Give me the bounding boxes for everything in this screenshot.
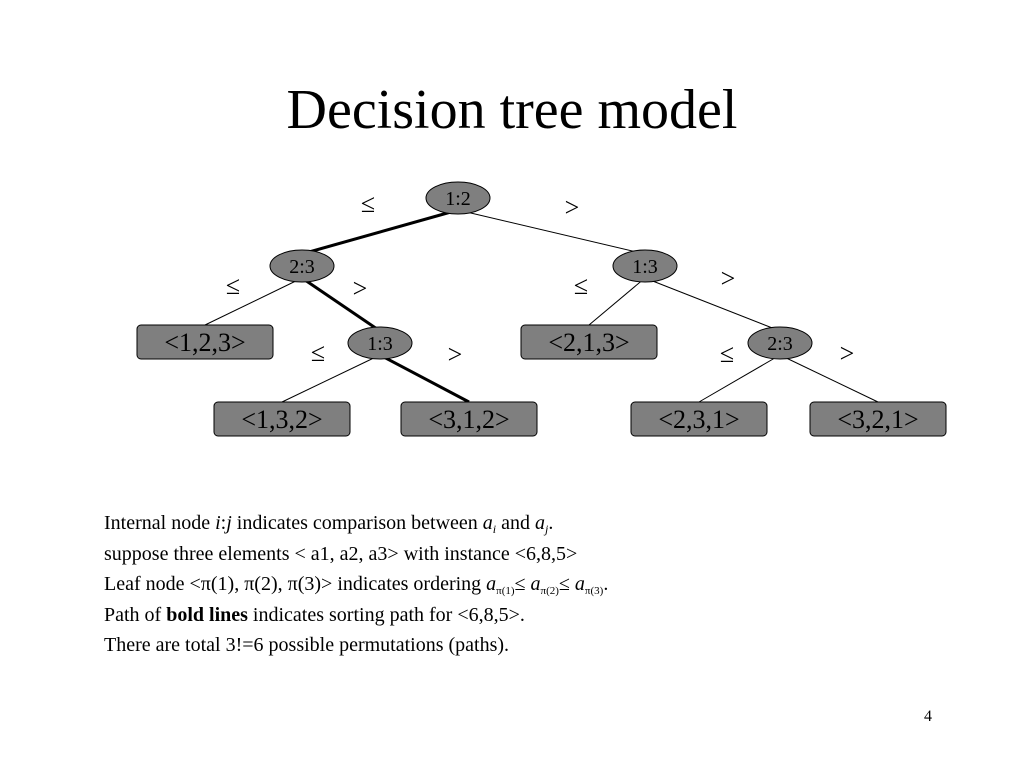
leaf-box: [136, 324, 274, 360]
node-label: 2:3: [289, 256, 315, 278]
tree-edge-bold: [301, 208, 459, 256]
node-label: 1:3: [367, 333, 393, 355]
leaf-node: <3,1,2>: [400, 401, 538, 437]
leaf-node: <1,3,2>: [213, 401, 351, 437]
caption-subscript: j: [545, 522, 549, 536]
leaf-box: [213, 401, 351, 437]
edge-comparison-label: ≤: [361, 189, 375, 218]
caption-var: a: [482, 512, 493, 534]
caption-text-span: and: [496, 512, 536, 534]
caption-text-span: Leaf node <π(1), π(2), π(3)> indicates o…: [104, 573, 487, 595]
node-ellipse: [747, 326, 813, 360]
leaf-box: [630, 401, 768, 437]
internal-node: 1:2: [425, 181, 491, 215]
node-ellipse: [612, 249, 678, 283]
node-label: 1:2: [445, 188, 471, 210]
tree-edge-bold: [301, 276, 381, 333]
caption-text-span: indicates sorting path for <6,8,5>.: [247, 603, 525, 626]
edge-comparison-label: >: [565, 193, 580, 222]
caption-line-1: Internal node i:j indicates comparison b…: [104, 508, 608, 539]
tree-edge: [698, 354, 781, 403]
edge-comparison-label: ≤: [720, 339, 734, 368]
leaf-node: <1,2,3>: [136, 324, 274, 360]
edge-comparison-label: >: [353, 274, 368, 303]
leaf-node: <2,1,3>: [520, 324, 658, 360]
caption-var: i: [215, 512, 221, 534]
caption-text-span: indicates comparison between: [231, 512, 483, 534]
leaf-node: <3,2,1>: [809, 401, 947, 437]
edge-comparison-label: ≤: [311, 338, 325, 367]
leaf-box: [809, 401, 947, 437]
tree-edge: [457, 209, 646, 255]
caption-line-4: Path of bold lines indicates sorting pat…: [104, 600, 608, 631]
node-ellipse: [425, 181, 491, 215]
caption-var: a: [486, 573, 497, 595]
caption-subscript: π(3): [584, 585, 604, 597]
node-label: 2:3: [767, 333, 793, 355]
page-title: Decision tree model: [286, 79, 738, 141]
leaf-label: <1,2,3>: [164, 328, 245, 357]
tree-edge: [281, 354, 381, 403]
caption-var: j: [226, 512, 232, 534]
caption-line-3: Leaf node <π(1), π(2), π(3)> indicates o…: [104, 569, 608, 600]
leaf-label: <3,1,2>: [428, 405, 509, 434]
edge-comparison-label: ≤: [226, 271, 240, 300]
internal-node: 1:3: [612, 249, 678, 283]
leaf-label: <2,1,3>: [548, 328, 629, 357]
caption-text-span: Path of: [104, 603, 167, 626]
caption-line-2: suppose three elements < a1, a2, a3> wit…: [104, 542, 578, 565]
leaf-label: <2,3,1>: [658, 405, 739, 434]
node-ellipse: [269, 249, 335, 283]
internal-node: 1:3: [347, 326, 413, 360]
node-label: 1:3: [632, 256, 658, 278]
edge-comparison-label: >: [721, 264, 736, 293]
caption-subscript: π(2): [540, 585, 559, 597]
leaf-label: <3,2,1>: [837, 405, 918, 434]
caption-text-span: .: [603, 573, 609, 595]
edge-comparison-label: >: [840, 339, 855, 368]
caption-line-5: There are total 3!=6 possible permutatio…: [104, 634, 510, 656]
internal-node: 2:3: [747, 326, 813, 360]
caption-subscript: i: [492, 522, 497, 536]
caption-text-span: .: [548, 512, 554, 534]
caption-text-span: Internal node: [104, 512, 216, 534]
caption-subscript: π(1): [496, 585, 515, 597]
leaf-box: [520, 324, 658, 360]
tree-edge-bold: [379, 353, 470, 404]
caption-text-span: :: [220, 512, 227, 534]
internal-node: 2:3: [269, 249, 335, 283]
caption-var: a: [535, 512, 546, 534]
tree-edge: [779, 354, 879, 403]
caption-text: Internal node i:j indicates comparison b…: [104, 508, 608, 661]
leaf-label: <1,3,2>: [241, 405, 322, 434]
tree-edge: [644, 277, 781, 332]
caption-bold-text: bold lines: [166, 603, 248, 626]
edge-comparison-label: ≤: [574, 271, 588, 300]
caption-var: a: [574, 573, 585, 595]
caption-text-span: ≤: [514, 573, 531, 595]
page-number: 4: [924, 708, 932, 725]
leaf-box: [400, 401, 538, 437]
tree-edge: [588, 277, 646, 326]
tree-edge: [204, 277, 303, 326]
caption-text-span: ≤: [558, 573, 575, 595]
node-ellipse: [347, 326, 413, 360]
caption-var: a: [530, 573, 541, 595]
leaf-node: <2,3,1>: [630, 401, 768, 437]
edge-comparison-label: >: [448, 340, 463, 369]
